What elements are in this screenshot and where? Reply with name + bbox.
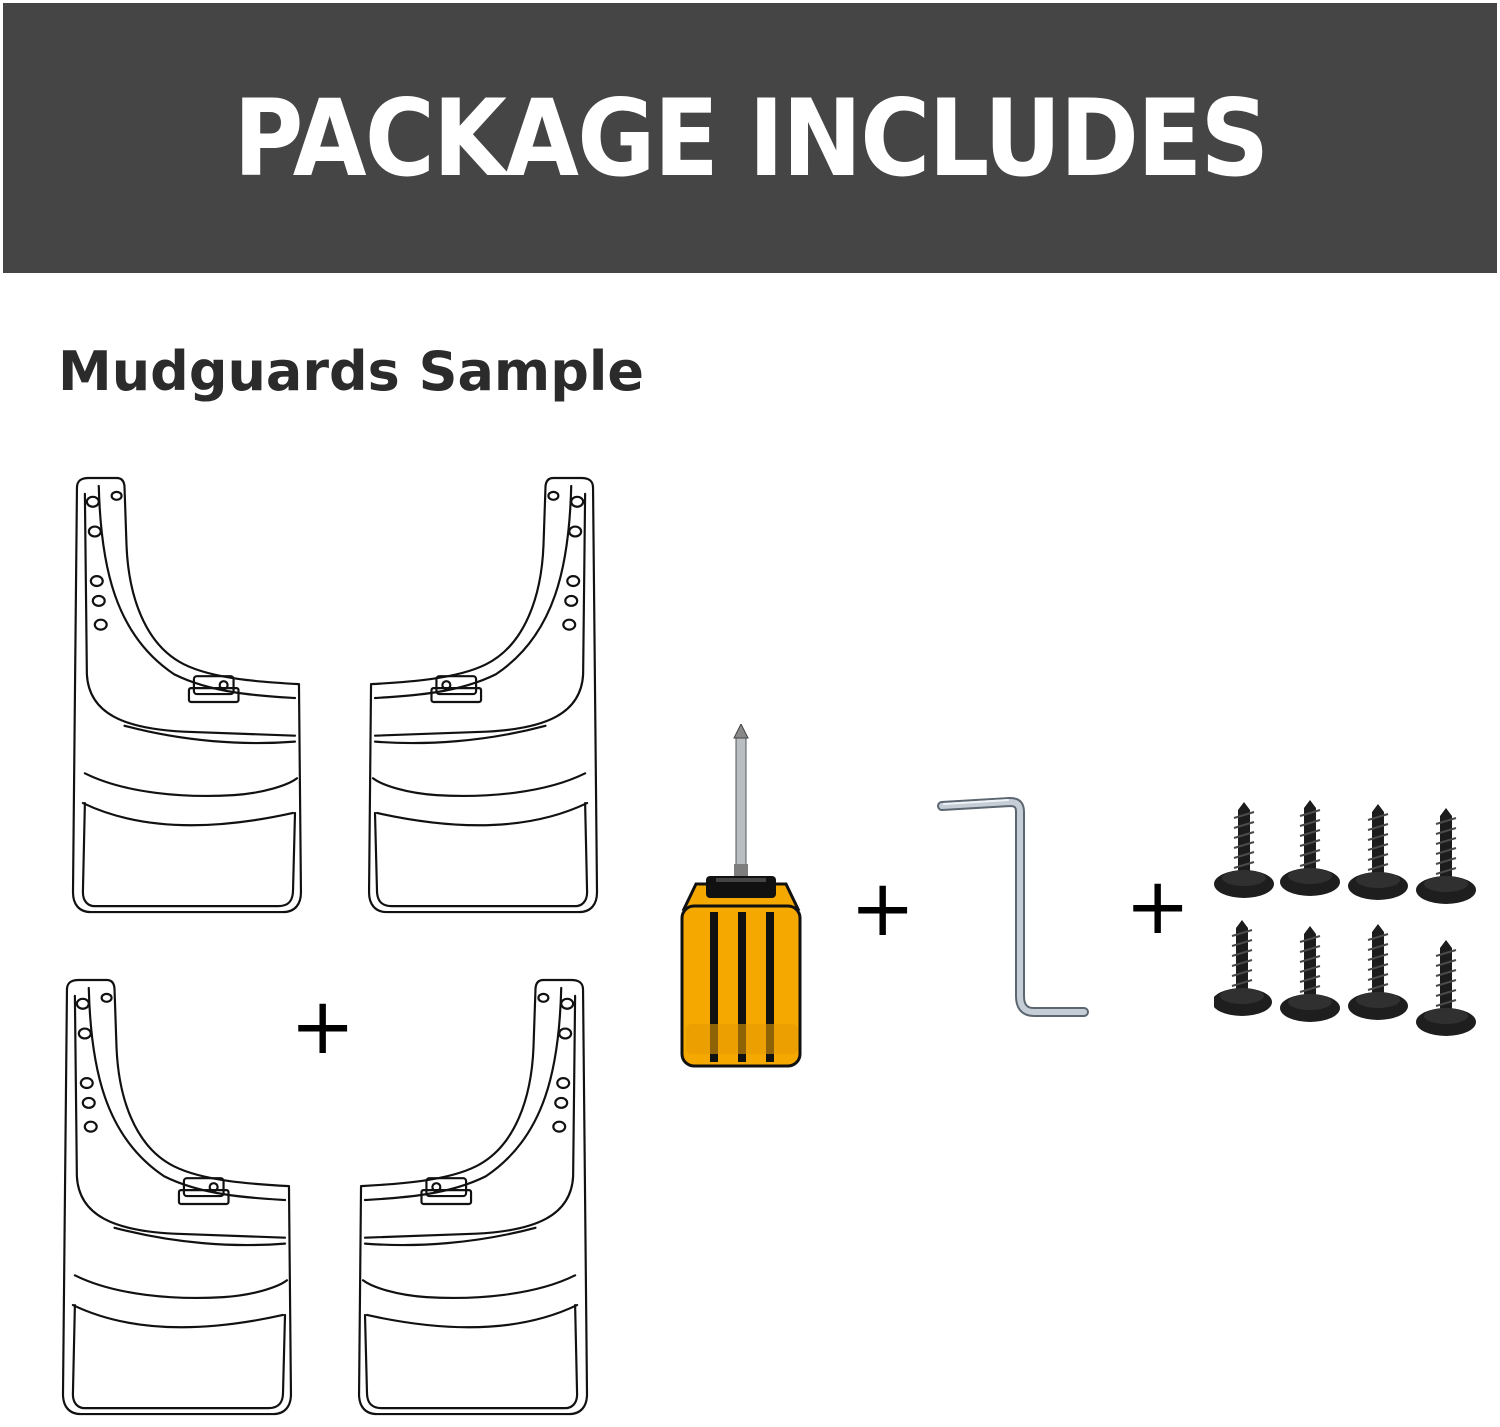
mudguard-rear-left-icon bbox=[54, 978, 294, 1424]
plus-separator-3: + bbox=[1125, 862, 1191, 952]
plus-separator-1: + bbox=[290, 982, 356, 1072]
screw-set-icon bbox=[1214, 799, 1477, 1036]
banner-title: PACKAGE INCLUDES bbox=[233, 76, 1269, 200]
hex-key-icon bbox=[937, 797, 1089, 1017]
section-subtitle: Mudguards Sample bbox=[58, 340, 644, 403]
mudguard-front-left-icon bbox=[64, 476, 304, 922]
plus-separator-2: + bbox=[850, 864, 916, 954]
header-banner: PACKAGE INCLUDES bbox=[3, 3, 1497, 273]
mudguard-rear-right-icon bbox=[356, 978, 596, 1424]
screwdriver-icon bbox=[680, 724, 802, 1068]
mudguard-front-right-icon bbox=[366, 476, 606, 922]
